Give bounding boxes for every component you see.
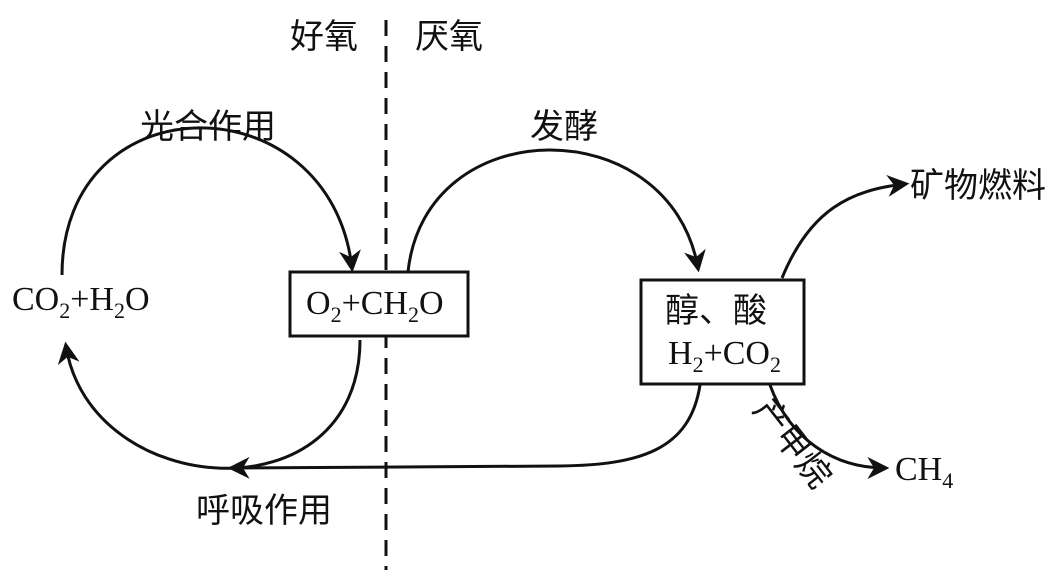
respiration-arrow: [57, 339, 362, 470]
respiration-label: 呼吸作用: [196, 491, 332, 531]
alcohol-acid-label: 醇、酸: [665, 291, 767, 331]
fermentation-arrow: [406, 148, 706, 273]
respiration-return-arrow: [227, 384, 702, 479]
fossil-fuel-label: 矿物燃料: [910, 166, 1046, 206]
methanogenesis-arrow: [768, 384, 890, 479]
aerobic-label: 好氧: [290, 17, 358, 57]
co2-h2o-node: CO2+H2O: [12, 281, 150, 323]
photosynthesis-arrow: [60, 126, 361, 276]
ch4-node: CH4: [895, 451, 953, 493]
alcohol-acid-box: [639, 278, 806, 386]
methanogenesis-label: 产甲烷: [745, 391, 839, 496]
o2-ch2o-node: O2+CH2O: [306, 285, 444, 327]
fossil-fuel-arrow: [780, 174, 910, 279]
photosynthesis-label: 光合作用: [140, 107, 276, 147]
anaerobic-label: 厌氧: [415, 17, 483, 57]
fermentation-label: 发酵: [530, 107, 598, 147]
h2-co2-node: H2+CO2: [668, 335, 781, 377]
o2-ch2o-box: [288, 270, 470, 338]
